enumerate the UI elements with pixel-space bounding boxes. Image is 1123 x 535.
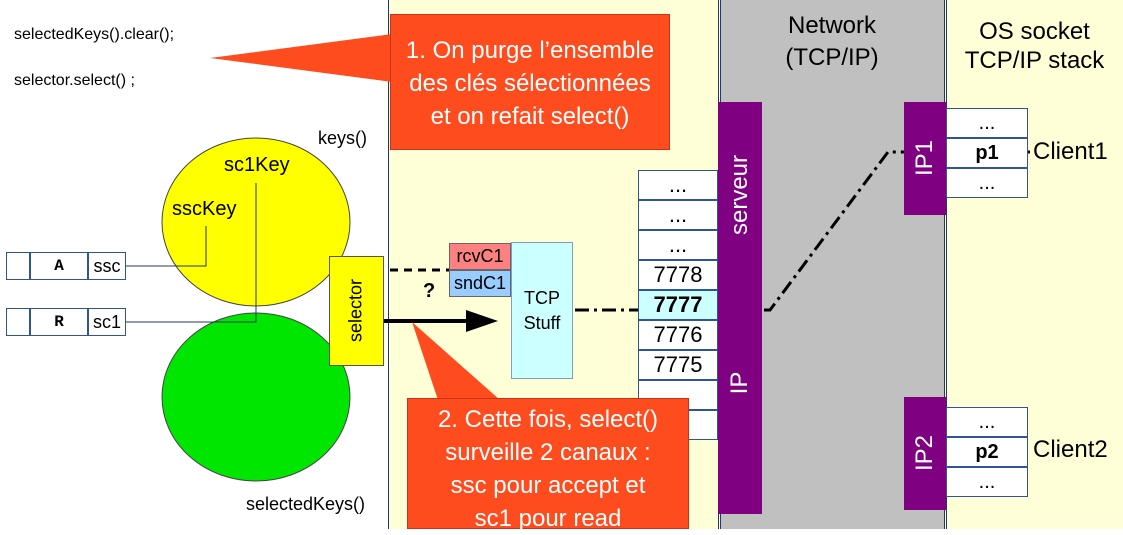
callout1-line3: et on refait select()	[430, 103, 630, 130]
client2-port-slot: ...	[946, 467, 1028, 497]
code-line-select: selector.select() ;	[14, 72, 135, 89]
question-mark: ?	[423, 280, 436, 302]
tcp-stuff-line1: TCP	[524, 288, 560, 308]
port-slot: ...	[638, 230, 718, 260]
os-title-line1: OS socket	[979, 18, 1090, 45]
callout2-line1: 2. Cette fois, select()	[437, 406, 659, 433]
selector-label: selector	[345, 278, 366, 343]
select-arrow-head	[466, 310, 498, 332]
client2-label: Client2	[1033, 436, 1108, 463]
callout2-line3: ssc pour accept et	[450, 472, 646, 499]
port-slot: ...	[638, 170, 718, 200]
client2-port: p2	[946, 437, 1028, 467]
callout1-tail	[210, 34, 392, 82]
client2-port-slot: ...	[946, 407, 1028, 437]
ssc-key-connector	[126, 226, 207, 267]
callout1-line1: 1. On purge l’ensemble	[405, 37, 655, 64]
selected-keys-label: selectedKeys()	[246, 494, 366, 514]
divider	[388, 0, 389, 529]
registration-row-handle	[6, 252, 30, 280]
selector-box	[329, 256, 384, 366]
os-title-line2: TCP/IP stack	[964, 47, 1105, 74]
client1-port-slot: ...	[946, 108, 1028, 138]
sc1key-label: sc1Key	[224, 154, 290, 176]
tcp-stuff-box	[511, 242, 573, 379]
client1-label: Client1	[1033, 138, 1108, 165]
client1-ip-label: IP1	[911, 139, 938, 177]
port-slot: 7775	[638, 350, 718, 380]
divider	[944, 0, 945, 529]
callout2-tail	[412, 322, 500, 400]
registration-channel-sc1: sc1	[88, 308, 126, 336]
callout2-line2: surveille 2 canaux :	[445, 439, 651, 466]
snd-buffer: sndC1	[449, 270, 511, 297]
client2-ip-bar	[904, 397, 946, 510]
tcp-stuff-line2: Stuff	[523, 313, 561, 333]
network-title-line2: (TCP/IP)	[785, 44, 879, 71]
client2-ip-label: IP2	[911, 434, 938, 472]
client1-ip-bar	[904, 102, 946, 215]
callout2-line4: sc1 pour read	[474, 505, 622, 532]
registration-row-handle	[6, 308, 30, 336]
code-line-clear: selectedKeys().clear();	[14, 26, 175, 43]
server-label: serveur	[726, 154, 753, 236]
keys-label: keys()	[318, 128, 367, 148]
registration-channel-ssc: ssc	[88, 252, 126, 280]
client1-port-slot: ...	[946, 168, 1028, 198]
selected-keys-set-circle	[161, 312, 351, 482]
port-slot: 7776	[638, 320, 718, 350]
divider	[946, 0, 947, 529]
server-bar	[718, 102, 762, 514]
registration-op-accept: A	[30, 252, 88, 280]
server-ip-label: IP	[726, 371, 753, 395]
port-slot-active: 7777	[638, 290, 718, 320]
port-slot: ...	[638, 200, 718, 230]
rcv-buffer: rcvC1	[449, 243, 511, 270]
network-title-line1: Network	[787, 12, 877, 39]
callout1-line2: des clés sélectionnées	[409, 70, 651, 97]
registration-op-read: R	[30, 308, 88, 336]
client1-port: p1	[946, 138, 1028, 168]
callout-purge-keys: 1. On purge l’ensemble des clés sélectio…	[390, 14, 670, 150]
port-slot: 7778	[638, 260, 718, 290]
sc1-key-connector	[126, 183, 257, 323]
callout-select-two-channels: 2. Cette fois, select() surveille 2 cana…	[407, 398, 689, 532]
ssckey-label: sscKey	[172, 198, 237, 220]
